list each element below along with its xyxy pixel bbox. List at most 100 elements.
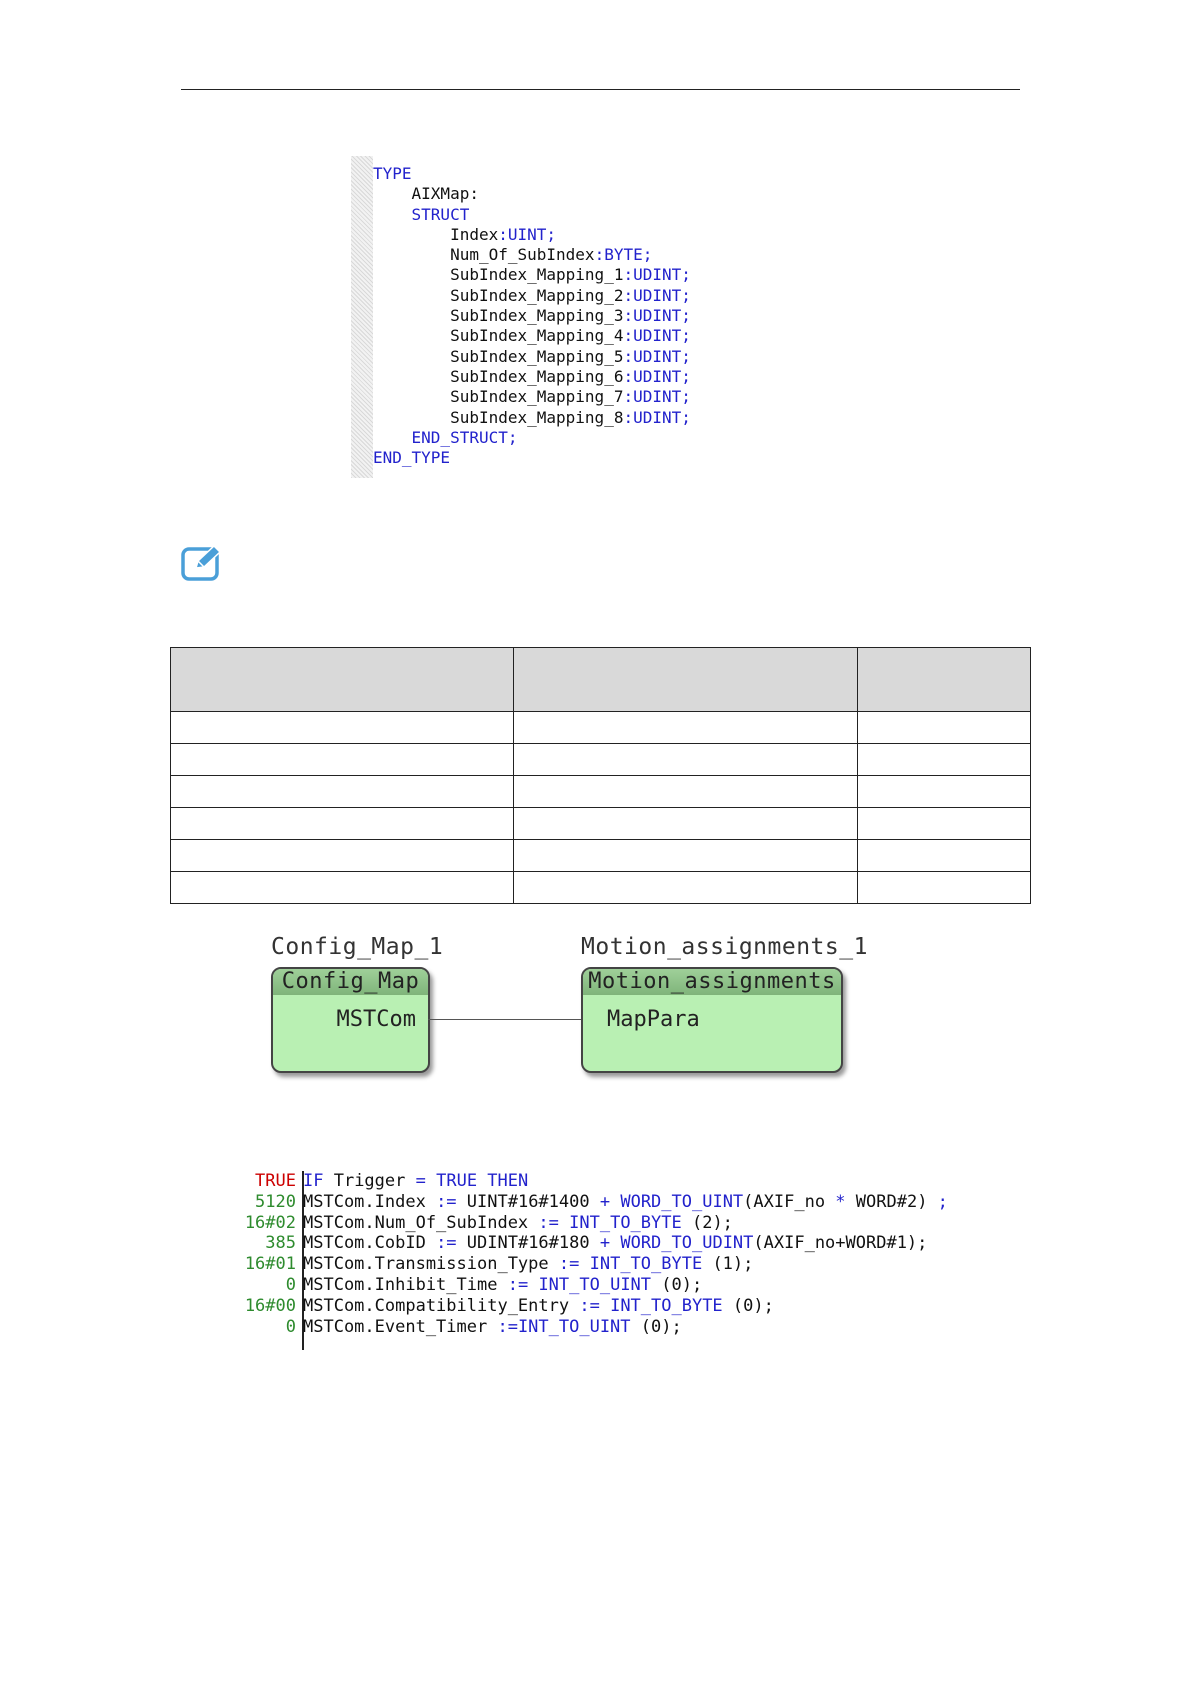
table-row: [170, 711, 1031, 744]
code-keyword: =: [415, 1171, 426, 1191]
code-line: END_TYPE: [373, 448, 691, 468]
code-text: [610, 1233, 620, 1253]
code-keyword: :UDINT;: [623, 285, 691, 305]
table-row: [170, 871, 1031, 904]
code-text: [426, 1171, 436, 1191]
code-text: MSTCom.Event_Timer: [303, 1316, 498, 1337]
code-text: [579, 1254, 589, 1274]
edit-note-icon: [181, 544, 222, 581]
code-text: SubIndex_Mapping_8: [373, 407, 624, 427]
code-line: SubIndex_Mapping_1:UDINT;: [373, 265, 691, 285]
table-cell: [857, 871, 1031, 904]
code-keyword: :=: [436, 1191, 457, 1212]
online-value: 16#02: [244, 1212, 296, 1233]
code-text: AIXMap:: [373, 184, 479, 204]
table-cell: [170, 839, 514, 872]
code-keyword: :=: [558, 1254, 580, 1275]
code-text: (1);: [702, 1254, 754, 1275]
online-value: 0: [285, 1274, 296, 1295]
value-column-separator: [302, 1171, 304, 1350]
code-text: SubIndex_Mapping_4: [373, 326, 624, 346]
online-value: 385: [265, 1233, 296, 1254]
code-source: MSTCom.Inhibit_Time := INT_TO_UINT (0);: [303, 1275, 702, 1296]
motion-assignments-instance-name: Motion_assignments_1: [581, 934, 868, 960]
table-cell: [857, 839, 1031, 872]
code-line: Num_Of_SubIndex:BYTE;: [373, 245, 691, 265]
code-keyword: TRUE THEN: [436, 1171, 529, 1191]
config-map-type-label: Config_Map: [273, 969, 428, 995]
code-keyword: END_TYPE: [373, 448, 451, 468]
code-text: (2);: [681, 1212, 733, 1233]
code-keyword: *: [835, 1191, 846, 1212]
code-text: SubIndex_Mapping_1: [373, 265, 624, 285]
config-map-block[interactable]: Config_Map MSTCom: [271, 967, 430, 1073]
code-keyword: INT_TO_BYTE: [569, 1212, 682, 1233]
online-value: TRUE: [255, 1171, 296, 1191]
code-text: MSTCom.Transmission_Type: [303, 1254, 559, 1275]
table-cell: [513, 871, 858, 904]
table-row: [170, 743, 1031, 776]
table-cell: [170, 807, 514, 840]
code-line: SubIndex_Mapping_2:UDINT;: [373, 286, 691, 306]
code-keyword: :UDINT;: [623, 306, 691, 326]
code-keyword: WORD_TO_UINT: [620, 1191, 744, 1212]
online-value: 5120: [255, 1191, 296, 1212]
table-cell: [170, 743, 514, 776]
code-keyword: INT_TO_BYTE: [589, 1254, 703, 1275]
code-keyword: :UDINT;: [623, 366, 691, 386]
code-text: MSTCom.CobID: [303, 1233, 437, 1254]
table-row: [170, 775, 1031, 808]
code-text: UDINT#16#180: [456, 1233, 600, 1254]
code-text: Num_Of_SubIndex: [373, 245, 595, 265]
code-text: (0);: [651, 1274, 703, 1295]
code-keyword: :=: [579, 1295, 600, 1316]
code-text: (0);: [722, 1295, 774, 1316]
code-keyword: :=: [507, 1274, 529, 1295]
code-line: SubIndex_Mapping_3:UDINT;: [373, 306, 691, 326]
code-keyword: INT_TO_UINT: [538, 1274, 652, 1295]
code-keyword: :UINT;: [498, 224, 557, 244]
code-keyword: TYPE: [373, 164, 412, 183]
mstcom-output-port: MSTCom: [336, 1007, 416, 1032]
table-cell: [857, 775, 1031, 808]
code-text: [528, 1275, 538, 1295]
code-line: Index:UINT;: [373, 225, 691, 245]
code-keyword: +: [599, 1233, 611, 1254]
parameter-table: [170, 647, 1031, 904]
table-cell: [170, 775, 514, 808]
code-source: MSTCom.CobID := UDINT#16#180 + WORD_TO_U…: [303, 1233, 927, 1254]
motion-assignments-block[interactable]: Motion_assignments MapPara: [581, 967, 843, 1073]
code-text: Index: [373, 224, 499, 244]
online-value: 16#01: [244, 1254, 296, 1275]
code-text: (AXIF_no+WORD#1);: [753, 1233, 928, 1254]
code-line: SubIndex_Mapping_5:UDINT;: [373, 347, 691, 367]
table-cell: [513, 807, 858, 840]
config-map-instance-name: Config_Map_1: [271, 934, 444, 960]
table-cell: [513, 839, 858, 872]
code-keyword: :UDINT;: [623, 326, 691, 346]
code-text: (0);: [630, 1316, 682, 1337]
code-text: (AXIF_no: [743, 1191, 836, 1212]
header-rule: [181, 89, 1020, 90]
code-keyword: :UDINT;: [623, 407, 691, 427]
type-definition-code: TYPE AIXMap: STRUCT Index:UINT; Num_Of_S…: [351, 156, 731, 478]
table-header-cell: [170, 647, 514, 712]
table-cell: [513, 743, 858, 776]
code-line: STRUCT: [373, 205, 691, 225]
code-line: SubIndex_Mapping_7:UDINT;: [373, 387, 691, 407]
table-row: [170, 839, 1031, 872]
code-line: TYPE: [373, 164, 691, 184]
code-keyword: :=: [436, 1233, 457, 1254]
code-text: MSTCom.Index: [303, 1191, 437, 1212]
code-line: SubIndex_Mapping_4:UDINT;: [373, 326, 691, 346]
code-text: MSTCom.Num_Of_SubIndex: [303, 1212, 539, 1233]
code-source: MSTCom.Num_Of_SubIndex := INT_TO_BYTE (2…: [303, 1213, 733, 1234]
code-text: Trigger: [323, 1171, 416, 1191]
table-cell: [857, 807, 1031, 840]
code-text: SubIndex_Mapping_3: [373, 306, 624, 326]
motion-assignments-type-label: Motion_assignments: [583, 969, 841, 995]
code-keyword: IF: [303, 1171, 324, 1191]
table-header-row: [170, 647, 1031, 712]
code-text: MSTCom.Inhibit_Time: [303, 1274, 508, 1295]
code-line: SubIndex_Mapping_6:UDINT;: [373, 367, 691, 387]
